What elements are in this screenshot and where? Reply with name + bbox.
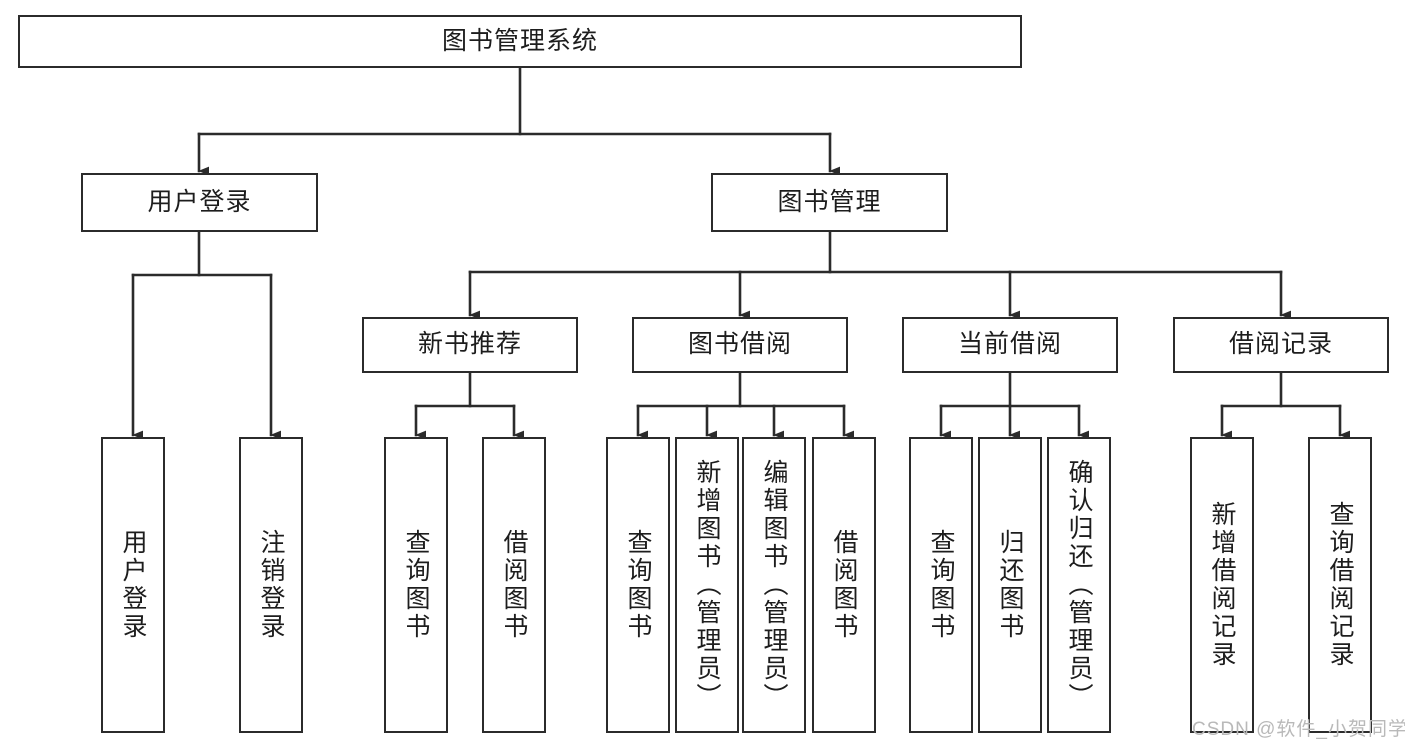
node-book-borrow-label: 图书借阅 <box>687 330 792 359</box>
leaf-book-borrow-edit[interactable]: 编辑图书（管理员） <box>742 437 806 733</box>
leaf-new-book-borrow-label: 借阅图书 <box>500 529 528 641</box>
node-new-book-recommend-label: 新书推荐 <box>417 330 522 359</box>
node-new-book-recommend[interactable]: 新书推荐 <box>362 317 578 373</box>
node-book-management-label: 图书管理 <box>777 187 882 216</box>
leaf-book-borrow-query[interactable]: 查询图书 <box>606 437 670 733</box>
leaf-borrow-record-query-label: 查询借阅记录 <box>1326 501 1354 669</box>
leaf-current-borrow-return-label: 归还图书 <box>996 529 1024 641</box>
leaf-user-login-login[interactable]: 用户登录 <box>101 437 165 733</box>
node-borrow-record-label: 借阅记录 <box>1228 330 1333 359</box>
node-root[interactable]: 图书管理系统 <box>18 15 1022 68</box>
leaf-current-borrow-return[interactable]: 归还图书 <box>978 437 1042 733</box>
csdn-watermark: CSDN @软件_小贺同学 <box>1192 719 1405 740</box>
leaf-book-borrow-add-label: 新增图书（管理员） <box>693 459 721 711</box>
leaf-current-borrow-query-label: 查询图书 <box>927 529 955 641</box>
leaf-current-borrow-confirm-label: 确认归还（管理员） <box>1065 459 1093 711</box>
leaf-new-book-query-label: 查询图书 <box>402 529 430 641</box>
leaf-new-book-query[interactable]: 查询图书 <box>384 437 448 733</box>
leaf-borrow-record-query[interactable]: 查询借阅记录 <box>1308 437 1372 733</box>
node-root-label: 图书管理系统 <box>441 26 598 55</box>
node-user-login-label: 用户登录 <box>147 187 252 216</box>
node-book-borrow[interactable]: 图书借阅 <box>632 317 848 373</box>
node-borrow-record[interactable]: 借阅记录 <box>1173 317 1389 373</box>
leaf-book-borrow-add[interactable]: 新增图书（管理员） <box>675 437 739 733</box>
node-current-borrow[interactable]: 当前借阅 <box>902 317 1118 373</box>
leaf-current-borrow-confirm[interactable]: 确认归还（管理员） <box>1047 437 1111 733</box>
leaf-new-book-borrow[interactable]: 借阅图书 <box>482 437 546 733</box>
leaf-book-borrow-borrow-label: 借阅图书 <box>830 529 858 641</box>
leaf-borrow-record-add[interactable]: 新增借阅记录 <box>1190 437 1254 733</box>
leaf-book-borrow-borrow[interactable]: 借阅图书 <box>812 437 876 733</box>
node-user-login[interactable]: 用户登录 <box>81 173 318 232</box>
leaf-user-login-logout[interactable]: 注销登录 <box>239 437 303 733</box>
leaf-book-borrow-query-label: 查询图书 <box>624 529 652 641</box>
leaf-user-login-login-label: 用户登录 <box>119 529 147 641</box>
leaf-book-borrow-edit-label: 编辑图书（管理员） <box>760 459 788 711</box>
leaf-current-borrow-query[interactable]: 查询图书 <box>909 437 973 733</box>
node-current-borrow-label: 当前借阅 <box>957 330 1062 359</box>
leaf-borrow-record-add-label: 新增借阅记录 <box>1208 501 1236 669</box>
node-book-management[interactable]: 图书管理 <box>711 173 948 232</box>
leaf-user-login-logout-label: 注销登录 <box>257 529 285 641</box>
